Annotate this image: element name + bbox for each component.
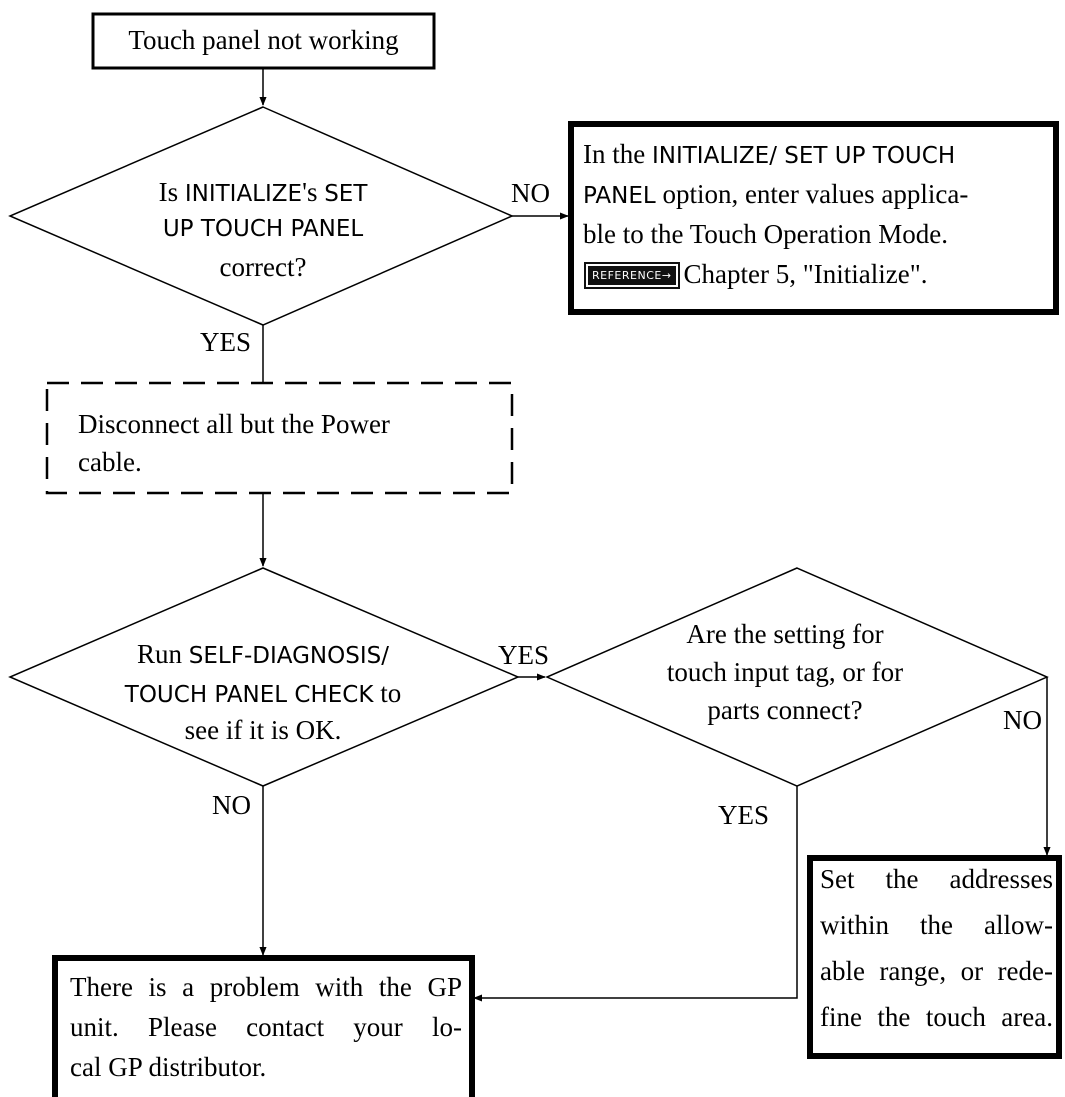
decision1-line1-term2: SET — [324, 181, 368, 207]
init-line1-pre: In the — [583, 139, 652, 169]
address-line4: fine the touch area. — [820, 1002, 1053, 1032]
decision2-line1: Run SELF-DIAGNOSIS/ — [95, 637, 431, 673]
decision2-line2-term: TOUCH PANEL CHECK — [124, 682, 374, 708]
problem-line3: cal GP distributor. — [70, 1052, 267, 1082]
decision1-line1: Is INITIALIZE's SET — [100, 175, 426, 211]
decision1-yes-label: YES — [200, 327, 252, 357]
address-box — [807, 855, 1062, 1059]
decision2-no-label: NO — [212, 790, 251, 820]
start-box — [91, 12, 436, 70]
disconnect-box — [45, 381, 514, 495]
decision1-line1-mid: 's — [302, 177, 325, 207]
arrow-decision3-yes — [473, 786, 798, 1002]
init-line2-rest: option, enter values applica- — [655, 179, 969, 209]
decision2-yes-label: YES — [498, 640, 550, 670]
decision3-line1: Are the setting for — [686, 619, 884, 649]
decision2-line3: see if it is OK. — [184, 715, 342, 745]
decision3-line3: parts connect? — [707, 695, 863, 725]
decision1-no-label: NO — [511, 178, 550, 208]
problem-line2: unit. Please contact your lo- — [70, 1012, 462, 1042]
reference-arrow-icon: REFERENCE→ — [584, 262, 680, 289]
init-line2-term: PANEL — [583, 183, 656, 209]
address-line1: Set the addresses — [820, 864, 1053, 894]
init-line1: In the INITIALIZE/ SET UP TOUCH — [583, 137, 955, 173]
decision2-line1-term: SELF-DIAGNOSIS/ — [188, 643, 389, 669]
init-line3: ble to the Touch Operation Mode. — [583, 219, 949, 249]
init-line4: REFERENCE→Chapter 5, "Initialize". — [584, 257, 928, 291]
decision3-yes-label: YES — [718, 800, 770, 830]
init-line4-text: Chapter 5, "Initialize". — [683, 259, 928, 289]
decision1-line2: UP TOUCH PANEL — [162, 216, 364, 242]
disconnect-line1: Disconnect all but the Power — [78, 409, 390, 439]
decision3-line2: touch input tag, or for — [666, 657, 904, 687]
decision2-line2: TOUCH PANEL CHECK to — [95, 676, 431, 712]
decision3-no-label: NO — [1003, 705, 1042, 735]
start-label: Touch panel not working — [128, 25, 399, 55]
address-line3: able range, or rede- — [820, 956, 1053, 986]
decision1-line1-term: INITIALIZE — [184, 181, 303, 207]
decision1-line3: correct? — [219, 252, 307, 282]
decision2-line1-pre: Run — [137, 639, 189, 669]
problem-line1: There is a problem with the GP — [70, 972, 462, 1002]
decision1-line1-pre: Is — [158, 177, 185, 207]
decision2-line2-rest: to — [373, 678, 402, 708]
address-line2: within the allow- — [820, 910, 1053, 940]
problem-box — [52, 955, 475, 1097]
disconnect-line2: cable. — [78, 447, 142, 477]
init-line2: PANEL option, enter values applica- — [583, 177, 968, 213]
init-line1-term: INITIALIZE/ SET UP TOUCH — [651, 143, 956, 169]
